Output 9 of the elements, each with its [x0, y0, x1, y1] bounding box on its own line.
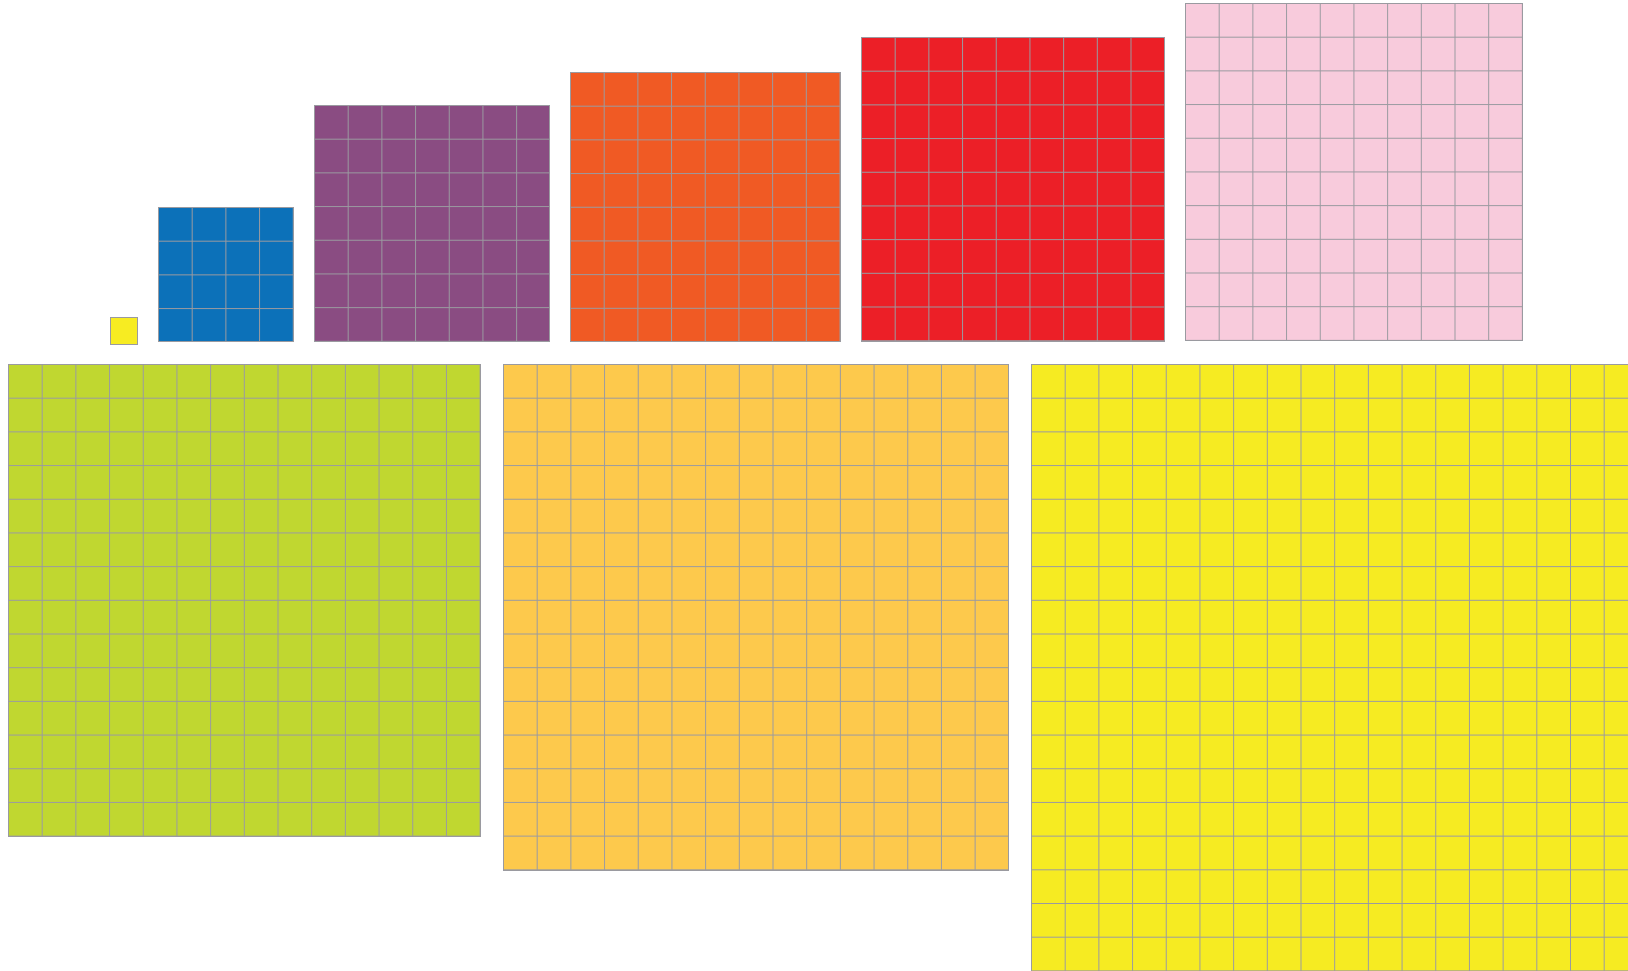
grid-square — [8, 364, 481, 838]
grid-square — [157, 206, 294, 343]
grid-square — [313, 104, 551, 342]
grid-square — [570, 71, 841, 343]
grid-square — [1031, 364, 1628, 971]
grid-square — [502, 364, 1009, 871]
grid-square — [1184, 3, 1523, 341]
grid-square — [110, 316, 139, 345]
grid-square — [860, 37, 1165, 342]
